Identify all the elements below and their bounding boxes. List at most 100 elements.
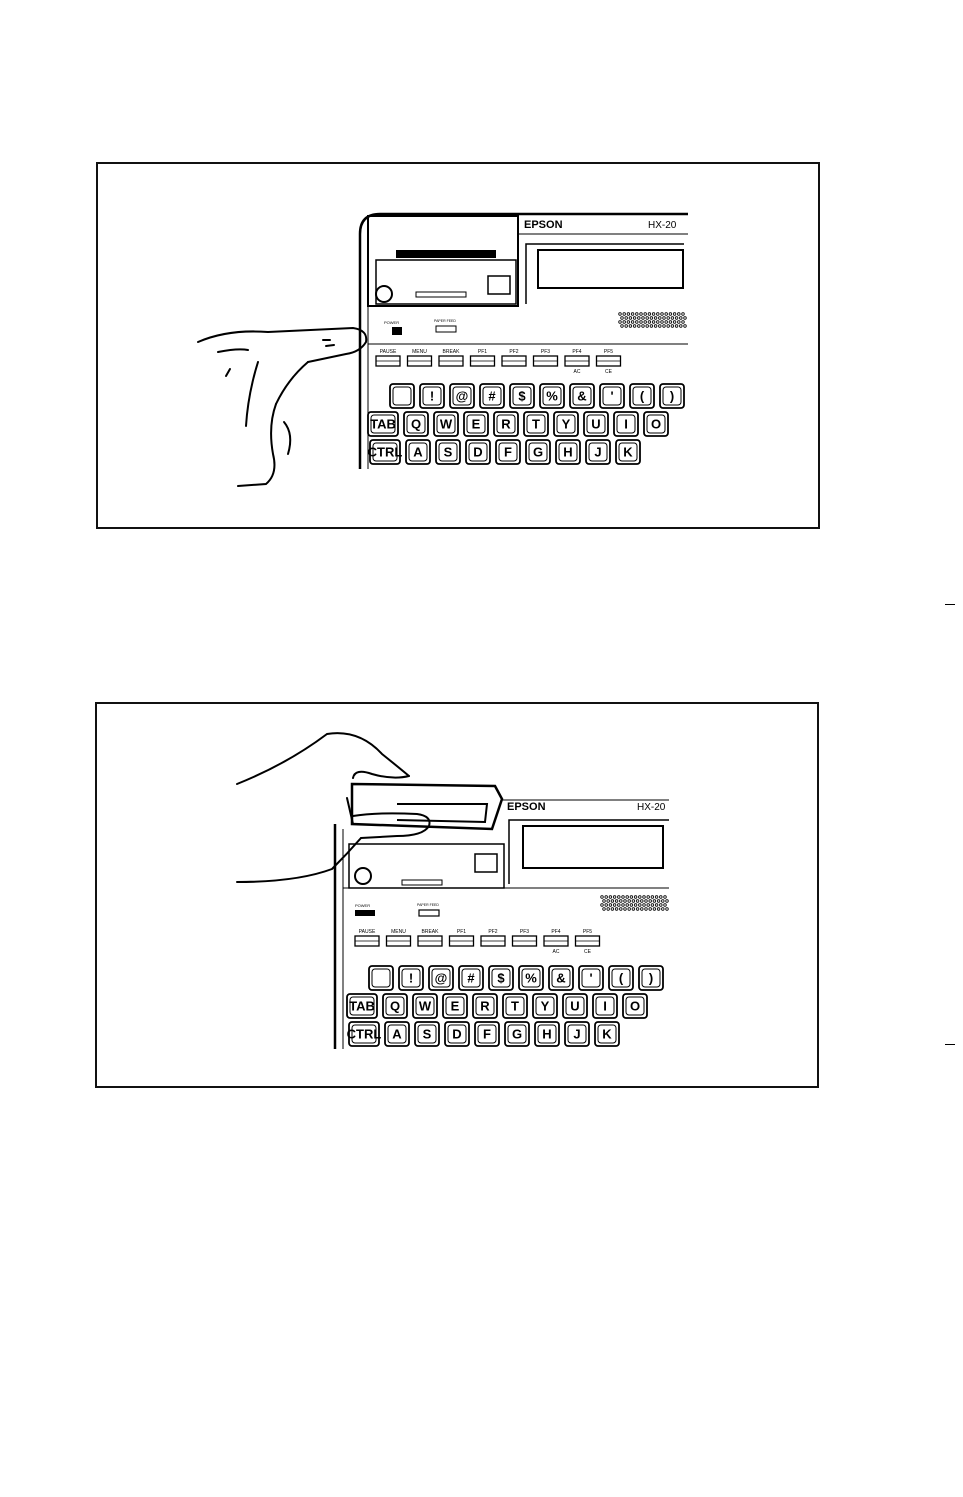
- key-label: $: [518, 388, 526, 403]
- keyboard-key: R: [494, 412, 518, 436]
- grille-dot: [607, 900, 610, 903]
- keyboard-key: $: [489, 966, 513, 990]
- grille-dot: [645, 900, 648, 903]
- grille-dot: [628, 908, 631, 911]
- grille-dot: [615, 908, 618, 911]
- grille-dot: [633, 325, 636, 328]
- function-key-label: PF4: [551, 929, 560, 935]
- grille-dot: [644, 321, 647, 324]
- grille-dot: [650, 325, 653, 328]
- key-label: TAB: [349, 998, 375, 1013]
- grille-dot: [605, 896, 608, 899]
- grille-dot: [615, 900, 618, 903]
- grille-dot: [682, 321, 685, 324]
- grille-dot: [626, 896, 629, 899]
- function-key: PAUSE: [376, 349, 400, 366]
- keyboard-key: K: [595, 1022, 619, 1046]
- grille-dot: [667, 317, 670, 320]
- grille-dot: [655, 896, 658, 899]
- keyboard-key: W: [434, 412, 458, 436]
- grille-dot: [609, 896, 612, 899]
- key-label: T: [532, 416, 540, 431]
- keyboard-key: ': [600, 384, 624, 408]
- key-label: @: [456, 388, 469, 403]
- grille-dot: [651, 896, 654, 899]
- keyboard-key: I: [593, 994, 617, 1018]
- key-label: H: [542, 1026, 551, 1041]
- margin-mark: [945, 604, 955, 605]
- function-key-label: PF4: [572, 349, 581, 355]
- grille-dot: [654, 325, 657, 328]
- grille-dot: [666, 900, 669, 903]
- key-label: I: [624, 416, 628, 431]
- keyboard-key: #: [480, 384, 504, 408]
- key-label: ): [649, 970, 653, 985]
- keyboard-key: U: [584, 412, 608, 436]
- grille-dot: [622, 904, 625, 907]
- function-key: PF2: [481, 929, 505, 946]
- grille-dot: [626, 904, 629, 907]
- key-label: S: [444, 444, 453, 459]
- function-key: PF3: [534, 349, 558, 366]
- keyboard-key: D: [466, 440, 490, 464]
- grille-dot: [613, 904, 616, 907]
- grille-dot: [659, 325, 662, 328]
- speaker-grille: [601, 896, 669, 911]
- keyboard-key: W: [413, 994, 437, 1018]
- grille-dot: [675, 325, 678, 328]
- grille-dot: [638, 317, 641, 320]
- function-key-label: MENU: [391, 929, 406, 935]
- key-label: I: [603, 998, 607, 1013]
- keyboard-key: Q: [383, 994, 407, 1018]
- key-label: Q: [390, 998, 400, 1013]
- keyboard-key: !: [399, 966, 423, 990]
- grille-dot: [664, 896, 667, 899]
- grille-dot: [632, 908, 635, 911]
- grille-dot: [624, 900, 627, 903]
- keyboard-key: T: [524, 412, 548, 436]
- keyboard-key: (: [609, 966, 633, 990]
- key-label: !: [430, 388, 434, 403]
- grille-dot: [622, 896, 625, 899]
- grille-dot: [619, 321, 622, 324]
- key-label: J: [594, 444, 601, 459]
- grille-dot: [618, 904, 621, 907]
- function-key: PAUSE: [355, 929, 379, 946]
- grille-dot: [673, 321, 676, 324]
- keyboard-key: &: [570, 384, 594, 408]
- grille-dot: [675, 317, 678, 320]
- keyboard-key: J: [586, 440, 610, 464]
- model-label: HX-20: [648, 220, 677, 231]
- key-label: #: [488, 388, 496, 403]
- keyboard-key: CTRL: [368, 440, 403, 464]
- grille-dot: [647, 904, 650, 907]
- key-label: (: [619, 970, 624, 985]
- keyboard-key: TAB: [368, 412, 398, 436]
- key-label: ': [610, 388, 613, 403]
- key-label: ): [670, 388, 674, 403]
- function-key-label: MENU: [412, 349, 427, 355]
- grille-dot: [634, 904, 637, 907]
- key-label: %: [525, 970, 537, 985]
- grille-dot: [636, 900, 639, 903]
- grille-dot: [661, 321, 664, 324]
- grille-dot: [631, 313, 634, 316]
- keyboard-key: G: [526, 440, 550, 464]
- key-label: &: [577, 388, 586, 403]
- grille-dot: [646, 317, 649, 320]
- printer-compartment: [349, 844, 504, 888]
- grille-dot: [657, 321, 660, 324]
- power-switch-label: POWER: [384, 320, 399, 325]
- key-label: F: [483, 1026, 491, 1041]
- grille-dot: [636, 908, 639, 911]
- grille-dot: [620, 908, 623, 911]
- brand-label: EPSON: [507, 801, 546, 813]
- grille-dot: [629, 325, 632, 328]
- keyboard-key: Q: [404, 412, 428, 436]
- grille-dot: [680, 317, 683, 320]
- key-label: O: [651, 416, 661, 431]
- function-key: MENU: [408, 349, 432, 366]
